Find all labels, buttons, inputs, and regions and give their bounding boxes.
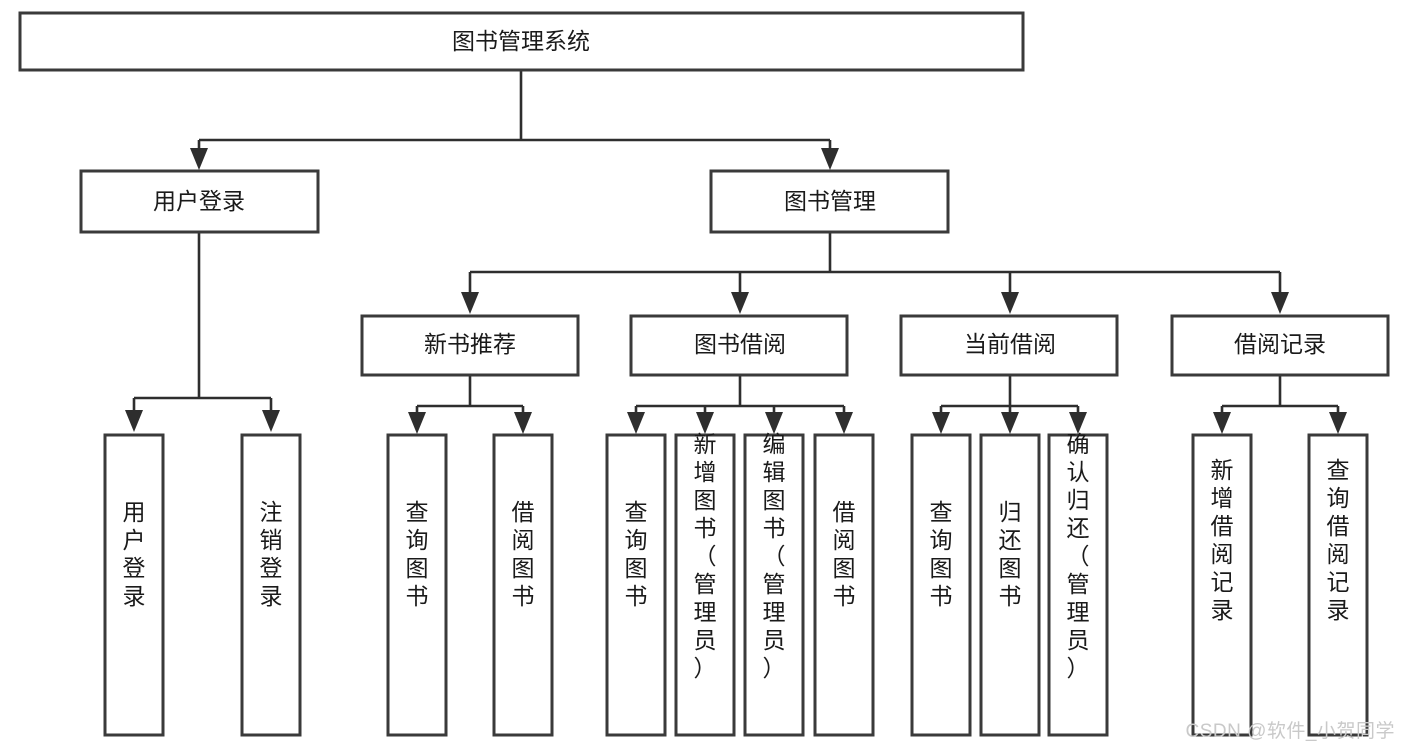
node-label-book-management: 图书管理 (784, 188, 876, 214)
leaf-node-user-login-logout[interactable]: 注销登录 (240, 433, 302, 737)
connector-group-root (190, 70, 839, 170)
node-current-borrow[interactable]: 当前借阅 (899, 314, 1119, 377)
arrowhead-icon (514, 412, 532, 434)
leaf-node-book-borrow-query[interactable]: 查询图书 (605, 433, 667, 737)
arrowhead-icon (1329, 412, 1347, 434)
leaf-label-vertical: 用户登录 (123, 499, 146, 609)
node-book-borrow[interactable]: 图书借阅 (629, 314, 849, 377)
connector-group-current-borrow (932, 375, 1087, 434)
node-label-current-borrow: 当前借阅 (964, 331, 1056, 357)
arrowhead-icon (408, 412, 426, 434)
arrowhead-icon (731, 292, 749, 314)
arrowhead-icon (262, 410, 280, 432)
leaf-node-book-borrow-add[interactable]: 新增图书（管理员） (674, 431, 736, 737)
connector-group-book-management (461, 232, 1289, 314)
connector-group-user-login (125, 232, 280, 432)
arrowhead-icon (190, 148, 208, 170)
leaf-label-vertical: 借阅图书 (512, 499, 535, 609)
leaf-node-new-book-borrow[interactable]: 借阅图书 (492, 433, 554, 737)
node-borrow-record[interactable]: 借阅记录 (1170, 314, 1390, 377)
arrowhead-icon (125, 410, 143, 432)
leaf-label-vertical: 借阅图书 (833, 499, 856, 609)
leaf-label-vertical: 查询图书 (625, 499, 648, 609)
leaf-label-vertical: 归还图书 (999, 499, 1022, 609)
leaf-node-book-borrow-lend[interactable]: 借阅图书 (813, 433, 875, 737)
arrowhead-icon (932, 412, 950, 434)
arrowhead-icon (1001, 292, 1019, 314)
leaf-label-vertical: 查询借阅记录 (1327, 457, 1350, 623)
node-label-book-borrow: 图书借阅 (694, 331, 786, 357)
arrowhead-icon (1213, 412, 1231, 434)
node-label-user-login: 用户登录 (153, 188, 245, 214)
leaf-label-vertical: 编辑图书（管理员） (763, 431, 786, 681)
node-label-root: 图书管理系统 (452, 28, 590, 54)
leaf-label-vertical: 新增借阅记录 (1211, 457, 1234, 623)
arrowhead-icon (821, 148, 839, 170)
leaf-node-current-borrow-return[interactable]: 归还图书 (979, 433, 1041, 737)
leaf-node-book-borrow-edit[interactable]: 编辑图书（管理员） (743, 431, 805, 737)
node-label-new-book-recommend: 新书推荐 (424, 331, 516, 357)
leaf-node-current-borrow-query[interactable]: 查询图书 (910, 433, 972, 737)
arrowhead-icon (835, 412, 853, 434)
leaf-node-current-borrow-confirm[interactable]: 确认归还（管理员） (1047, 431, 1109, 737)
leaf-node-user-login-login[interactable]: 用户登录 (103, 433, 165, 737)
leaf-label-vertical: 查询图书 (930, 499, 953, 609)
leaf-node-borrow-record-query[interactable]: 查询借阅记录 (1307, 433, 1369, 737)
leaf-node-new-book-query[interactable]: 查询图书 (386, 433, 448, 737)
connector-group-new-book (408, 375, 532, 434)
leaf-label-vertical: 新增图书（管理员） (694, 431, 717, 681)
node-user-login[interactable]: 用户登录 (79, 169, 320, 234)
node-book-management[interactable]: 图书管理 (709, 169, 950, 234)
leaf-node-borrow-record-add[interactable]: 新增借阅记录 (1191, 433, 1253, 737)
leaf-label-vertical: 查询图书 (406, 499, 429, 609)
arrowhead-icon (1001, 412, 1019, 434)
leaf-label-vertical: 注销登录 (260, 499, 283, 609)
node-label-borrow-record: 借阅记录 (1234, 331, 1326, 357)
arrowhead-icon (627, 412, 645, 434)
arrowhead-icon (461, 292, 479, 314)
node-new-book-recommend[interactable]: 新书推荐 (360, 314, 580, 377)
connector-group-borrow-record (1213, 375, 1347, 434)
leaf-label-vertical: 确认归还（管理员） (1067, 431, 1090, 681)
node-root-system[interactable]: 图书管理系统 (18, 11, 1025, 72)
arrowhead-icon (1271, 292, 1289, 314)
connector-group-book-borrow (627, 375, 853, 434)
